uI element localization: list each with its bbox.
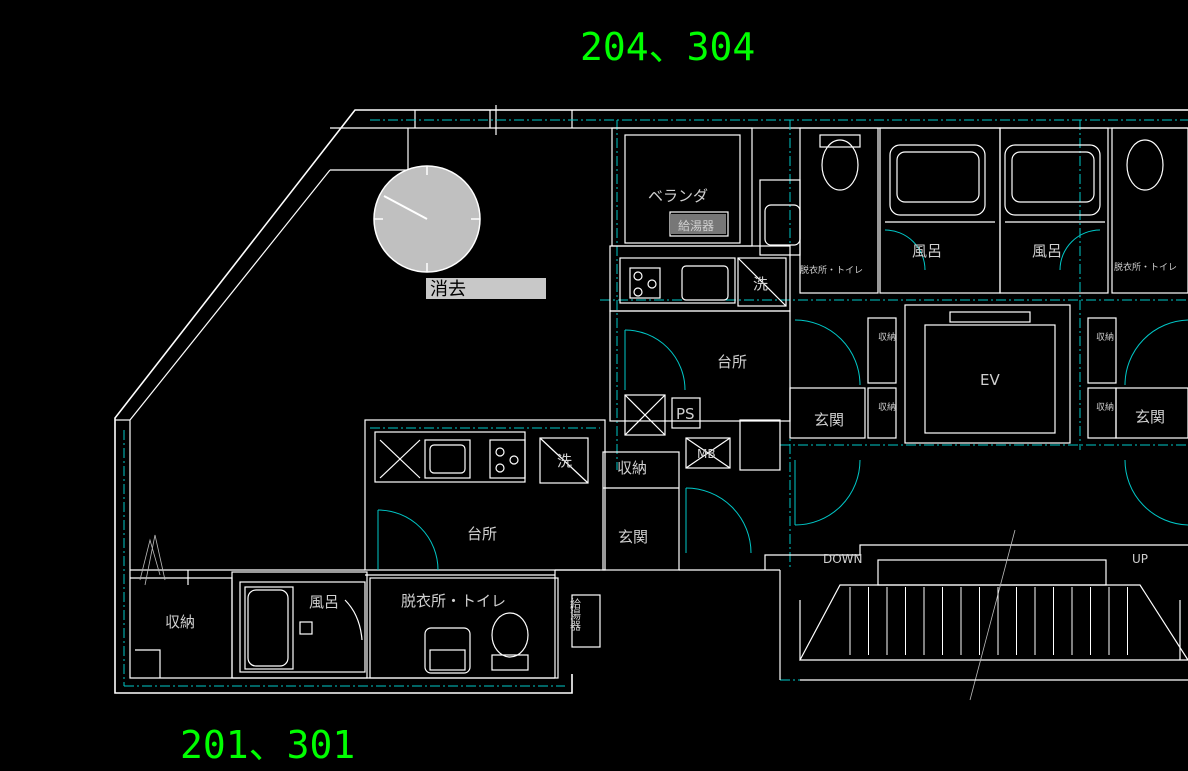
label-storage-left: 収納 xyxy=(165,613,195,631)
water-heater-top-box xyxy=(670,214,726,234)
label-bath-left: 風呂 xyxy=(309,593,339,611)
label-elevator: EV xyxy=(980,371,1000,389)
label-kitchen-left: 台所 xyxy=(467,525,497,543)
label-washroom-1: 脱衣所・トイレ xyxy=(800,264,863,276)
context-menu-erase-bg[interactable] xyxy=(426,278,546,299)
label-entrance-right-2: 玄関 xyxy=(1135,408,1165,426)
unit-label-upper: 204、304 xyxy=(580,25,755,69)
label-water-heater-bottom: 給湯器 xyxy=(569,597,582,632)
label-ps: PS xyxy=(676,405,695,423)
label-bath-1: 風呂 xyxy=(912,242,942,260)
unit-label-lower: 201、301 xyxy=(180,723,355,767)
label-wash-top: 洗 xyxy=(753,275,768,293)
label-entrance-mid: 玄関 xyxy=(618,528,648,546)
rotation-cursor[interactable] xyxy=(373,165,481,273)
label-washroom-left: 脱衣所・トイレ xyxy=(401,592,506,610)
label-storage-mid: 収納 xyxy=(617,459,647,477)
right-units xyxy=(764,127,1188,701)
label-mb: MB xyxy=(697,447,716,461)
stair-risers xyxy=(849,587,1128,655)
label-bath-2: 風呂 xyxy=(1032,242,1062,260)
label-veranda: ベランダ xyxy=(648,187,708,205)
label-storage-v1: 収納 xyxy=(878,331,896,343)
label-washroom-2: 脱衣所・トイレ xyxy=(1114,261,1177,273)
label-entrance-right-1: 玄関 xyxy=(814,411,844,429)
left-unit-interior xyxy=(130,419,606,679)
label-kitchen-right: 台所 xyxy=(717,353,747,371)
label-storage-v4: 収納 xyxy=(1096,401,1114,413)
center-unit xyxy=(555,127,801,571)
context-menu-erase[interactable]: 消去 xyxy=(430,279,466,300)
label-stair-down: DOWN xyxy=(823,552,863,566)
context-menu[interactable]: 消去 xyxy=(426,278,546,300)
label-stair-up: UP xyxy=(1132,552,1148,566)
label-storage-v2: 収納 xyxy=(878,401,896,413)
label-water-heater-top: 給湯器 xyxy=(678,219,714,233)
label-storage-v3: 収納 xyxy=(1096,331,1114,343)
label-wash-left: 洗 xyxy=(557,452,572,470)
